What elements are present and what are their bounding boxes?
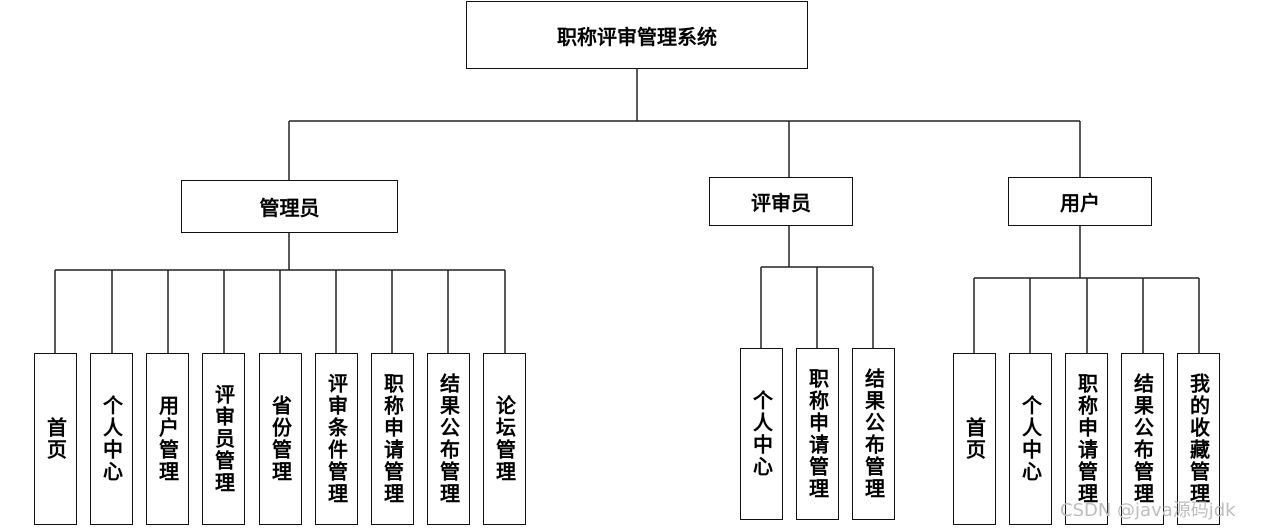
leaf-node: 首页	[34, 353, 77, 525]
leaf-node: 省份管理	[259, 353, 302, 525]
leaf-node: 个人中心	[740, 348, 783, 520]
leaf-node: 职称申请管理	[796, 348, 839, 520]
group-node-reviewer: 评审员	[709, 177, 853, 226]
leaf-node: 评审员管理	[202, 353, 245, 525]
leaf-node: 个人中心	[1009, 353, 1052, 525]
leaf-node: 结果公布管理	[427, 353, 470, 525]
leaf-node: 结果公布管理	[1121, 353, 1164, 525]
group-node-admin: 管理员	[181, 180, 398, 233]
leaf-node: 个人中心	[90, 353, 133, 525]
leaf-node: 首页	[953, 353, 996, 525]
leaf-node: 我的收藏管理	[1177, 353, 1220, 525]
leaf-node: 用户管理	[146, 353, 189, 525]
leaf-node: 职称申请管理	[1065, 353, 1108, 525]
group-node-user: 用户	[1008, 177, 1152, 226]
root-node: 职称评审管理系统	[466, 1, 808, 69]
leaf-node: 职称申请管理	[371, 353, 414, 525]
leaf-node: 论坛管理	[483, 353, 526, 525]
leaf-node: 评审条件管理	[315, 353, 358, 525]
leaf-node: 结果公布管理	[852, 348, 895, 520]
watermark: CSDN @java源码jdk	[1060, 500, 1236, 521]
